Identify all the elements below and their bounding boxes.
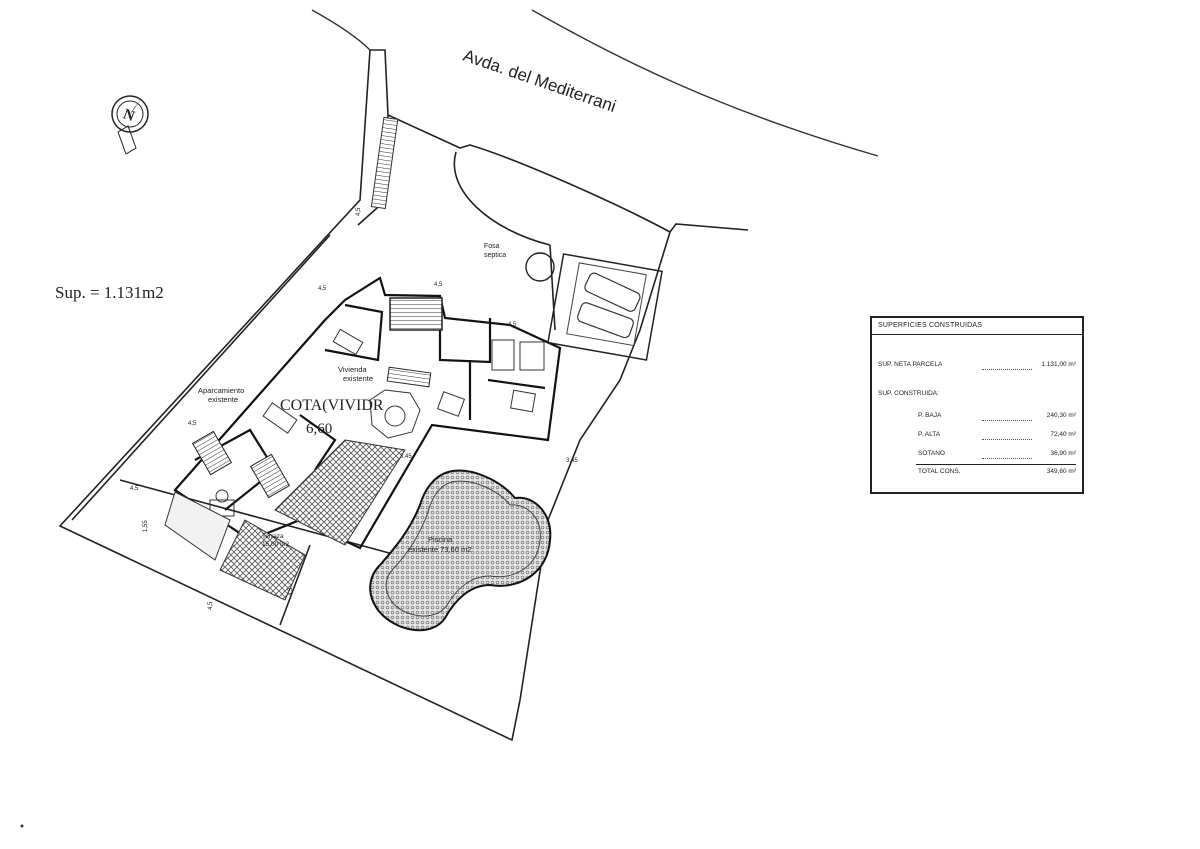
- net-plot-value: 1.131,00 m²: [1041, 361, 1076, 368]
- terrace-paving-lower: [219, 519, 306, 601]
- garage-parking: [547, 253, 663, 361]
- entrance-block: [164, 491, 231, 561]
- built-header: SUP. CONSTRUIDA:: [878, 390, 939, 397]
- surfaces-table: SUPERFICIES CONSTRUIDAS SUP. NETA PARCEL…: [870, 316, 1084, 494]
- dimension-label: 4,5: [318, 286, 327, 292]
- house-staircase: [389, 297, 443, 331]
- septic-tank: [525, 252, 555, 282]
- swimming-pool-inner: [385, 480, 541, 617]
- plot-area-label: Sup. = 1.131m2: [55, 283, 164, 302]
- lower-staircase-2: [249, 453, 291, 499]
- basement-dots: [982, 458, 1032, 459]
- house-label-1: Vivienda: [338, 365, 367, 374]
- net-plot-dots: [982, 369, 1032, 370]
- dimension-label: 4,5: [434, 282, 443, 288]
- upper-floor-value: 72,40 m²: [1050, 431, 1076, 438]
- basement-value: 36,90 m²: [1050, 450, 1076, 457]
- pool-label-2: existente 73,60 m2: [408, 545, 471, 554]
- dimension-labels: 4,5 4,5 4,5 4,5 4,5 4,5 3,45 3,45 1,55 4…: [130, 207, 578, 610]
- terrace-label-2: 15,00 m2: [262, 541, 289, 548]
- pool-label-1: Piscina: [428, 535, 453, 544]
- basement-label: SOTANO: [918, 450, 945, 457]
- dimension-label: 4,5: [288, 587, 294, 596]
- dimension-label: 4,5: [130, 486, 139, 492]
- parking-label-2: existente: [208, 395, 238, 404]
- dimension-label: 1,55: [143, 520, 149, 532]
- parking-label-1: Aparcamiento: [198, 386, 244, 395]
- plot-boundary: [58, 49, 749, 742]
- access-stairs: [370, 116, 399, 210]
- dimension-label: 4,5: [188, 421, 197, 427]
- house-label-2: existente: [343, 374, 373, 383]
- net-plot-label: SUP. NETA PARCELA: [878, 361, 943, 368]
- terrace-paving: [274, 439, 406, 546]
- ground-floor-dots: [982, 420, 1032, 421]
- ground-floor-value: 240,30 m²: [1046, 412, 1076, 419]
- street-label: Avda. del Mediterrani: [461, 46, 619, 116]
- north-arrow-letter: N: [121, 106, 137, 125]
- surfaces-table-title: SUPERFICIES CONSTRUIDAS: [872, 318, 1082, 335]
- house-staircase-2: [386, 366, 432, 388]
- street-edges: [311, 9, 879, 157]
- dimension-label: 3,45: [566, 458, 578, 464]
- total-rule: [916, 464, 1076, 465]
- dimension-label: 3,45: [400, 454, 412, 460]
- ground-floor-label: P. BAJA: [918, 412, 942, 419]
- dimension-label: 4,5: [208, 601, 214, 610]
- septic-tank-label-1: Fosa: [484, 243, 500, 250]
- septic-tank-label-2: septica: [484, 252, 506, 259]
- total-value: 349,60 m²: [1046, 468, 1076, 475]
- furniture: [209, 328, 545, 517]
- dimension-label: 4,5: [508, 322, 517, 328]
- lower-staircase: [191, 430, 233, 476]
- north-arrow-icon: N: [111, 95, 149, 155]
- level-label-2: 6,60: [306, 421, 332, 437]
- total-label: TOTAL CONS.: [918, 468, 961, 475]
- corner-mark: [20, 824, 24, 828]
- terrace-label-1: Terraza: [262, 533, 284, 540]
- level-label-1: COTA(VIVIDR: [280, 397, 384, 414]
- dimension-label: 4,5: [356, 207, 362, 216]
- upper-floor-label: P. ALTA: [918, 431, 941, 438]
- upper-floor-dots: [982, 439, 1032, 440]
